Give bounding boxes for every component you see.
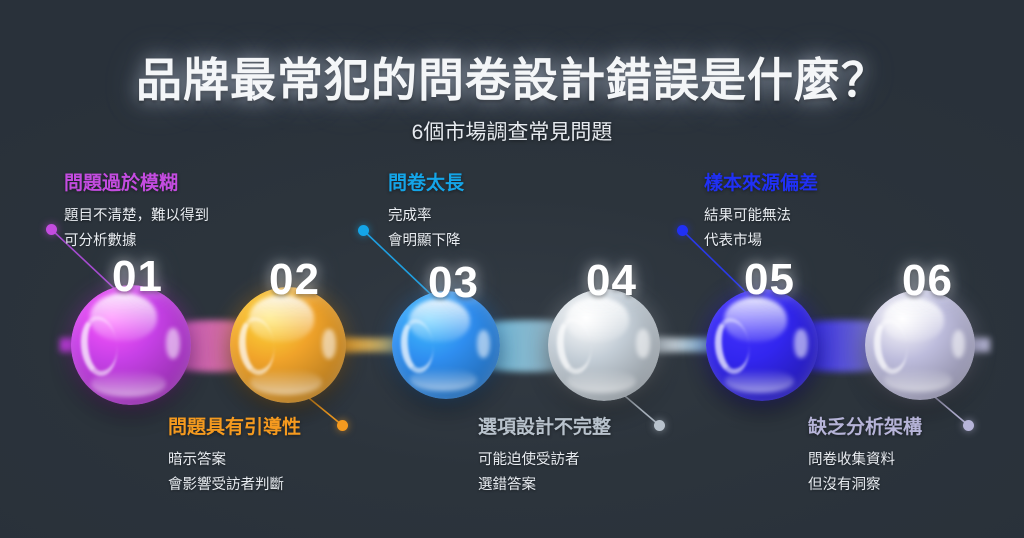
sphere-highlight (723, 296, 787, 342)
step-number-2: 02 (269, 255, 320, 304)
sphere-step-1[interactable] (71, 285, 191, 405)
callout-line: 會影響受訪者判斷 (168, 476, 284, 493)
connector-dot-5 (677, 225, 688, 236)
callout-heading: 問題具有引導性 (168, 417, 302, 438)
step-number-4: 04 (586, 256, 637, 305)
callout-line: 但沒有洞察 (808, 476, 881, 493)
sphere-highlight (91, 370, 166, 397)
sphere-highlight (883, 368, 952, 393)
sphere-highlight (882, 297, 945, 342)
callout-step-4[interactable]: 選項設計不完整 可能迫使受訪者 選錯答案 (478, 412, 748, 498)
callout-line: 可分析數據 (64, 232, 137, 249)
sphere-highlight (706, 289, 818, 401)
callout-heading: 樣本來源偏差 (704, 173, 819, 194)
sphere-step-3[interactable] (392, 291, 500, 399)
sphere-highlight (865, 290, 975, 400)
sphere-highlight (725, 368, 795, 394)
sphere-highlight (71, 285, 191, 405)
sphere-highlight (477, 329, 491, 358)
sphere-highlight (249, 369, 322, 395)
callout-heading: 問題過於模糊 (64, 173, 179, 194)
sphere-highlight (951, 329, 966, 359)
sphere-highlight (636, 329, 650, 359)
callout-line: 會明顯下降 (388, 232, 461, 249)
callout-line: 暗示答案 (168, 452, 226, 468)
callout-step-3[interactable]: 問卷太長 完成率 會明顯下降 (388, 168, 658, 254)
sphere-highlight (409, 298, 470, 342)
connector-dot-6 (963, 420, 974, 431)
connector-dot-2 (337, 420, 348, 431)
page-subtitle: 6個市場調查常見問題 (411, 121, 613, 144)
sphere-highlight (565, 296, 629, 342)
callout-step-2[interactable]: 問題具有引導性 暗示答案 會影響受訪者判斷 (168, 412, 438, 498)
sphere-highlight (794, 329, 808, 359)
sphere-highlight (248, 295, 314, 342)
step-number-1: 01 (112, 252, 163, 301)
callout-step-5[interactable]: 樣本來源偏差 結果可能無法 代表市場 (704, 168, 974, 254)
callout-heading: 缺乏分析架構 (808, 417, 923, 438)
callout-line: 完成率 (388, 208, 432, 224)
callout-line: 代表市場 (704, 232, 762, 249)
sphere-step-2[interactable] (230, 287, 346, 403)
callout-heading: 選項設計不完整 (478, 417, 612, 438)
callout-line: 題目不清楚，難以得到 (64, 208, 209, 224)
step-number-3: 03 (428, 258, 479, 307)
callout-line: 結果可能無法 (704, 208, 791, 224)
sphere-highlight (90, 293, 158, 342)
sphere-highlight (321, 328, 336, 359)
sphere-step-4[interactable] (548, 289, 660, 401)
callout-step-1[interactable]: 問題過於模糊 題目不清楚，難以得到 可分析數據 (64, 168, 334, 254)
callout-step-6[interactable]: 缺乏分析架構 問卷收集資料 但沒有洞察 (808, 412, 1024, 498)
connector-dot-4 (654, 420, 665, 431)
callout-heading: 問卷太長 (388, 173, 465, 194)
step-number-5: 05 (744, 255, 795, 304)
sphere-highlight (410, 367, 478, 392)
callout-line: 選錯答案 (478, 476, 536, 493)
sphere-highlight (165, 328, 181, 360)
callout-line: 問卷收集資料 (808, 452, 895, 468)
sphere-step-5[interactable] (706, 289, 818, 401)
page-title: 品牌最常犯的問卷設計錯誤是什麼？ (136, 54, 888, 106)
connector-dot-3 (358, 225, 369, 236)
sphere-step-6[interactable] (865, 290, 975, 400)
sphere-highlight (567, 368, 637, 394)
callout-line: 可能迫使受訪者 (478, 452, 580, 468)
connector-dot-1 (46, 224, 57, 235)
step-number-6: 06 (902, 256, 953, 305)
